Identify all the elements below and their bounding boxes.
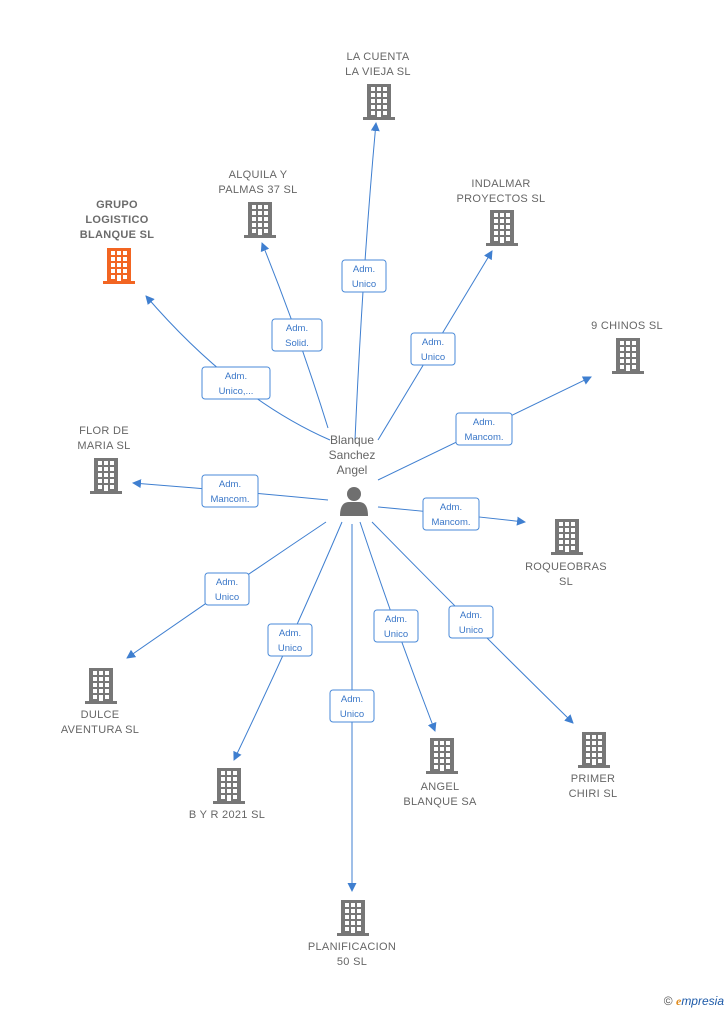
role-text: Adm.: [422, 337, 444, 348]
company-label-dulce-aventura[interactable]: DULCE: [81, 709, 120, 721]
building-icon-dulce-aventura[interactable]: [85, 668, 117, 704]
building-icon-la-cuenta-la-vieja[interactable]: [363, 84, 395, 120]
company-label-grupo-logistico-blanque[interactable]: LOGISTICO: [85, 214, 148, 226]
company-label-roqueobras[interactable]: SL: [559, 576, 573, 588]
role-text: Adm.: [473, 417, 495, 428]
building-icon-b-y-r-2021[interactable]: [213, 768, 245, 804]
company-label-angel-blanque[interactable]: BLANQUE SA: [403, 796, 477, 808]
company-label-angel-blanque[interactable]: ANGEL: [421, 781, 460, 793]
building-icon-angel-blanque[interactable]: [426, 738, 458, 774]
role-text: Adm.: [279, 628, 301, 639]
person-name-line[interactable]: Angel: [337, 463, 368, 477]
company-label-dulce-aventura[interactable]: AVENTURA SL: [61, 724, 139, 736]
role-text: Unico: [215, 592, 239, 603]
role-text: Unico: [384, 629, 408, 640]
company-label-9-chinos[interactable]: 9 CHINOS SL: [591, 320, 663, 332]
person-icon: [340, 487, 368, 516]
role-text: Unico: [340, 709, 364, 720]
role-badge-planificacion-50[interactable]: Adm. Unico: [329, 689, 375, 723]
role-badge-roqueobras[interactable]: Adm. Mancom.: [422, 497, 480, 531]
building-icon-alquila-y-palmas-37[interactable]: [244, 202, 276, 238]
role-badge-grupo-logistico-blanque[interactable]: Adm. Unico,...: [201, 366, 271, 400]
role-text: Unico: [421, 352, 445, 363]
role-text: Unico: [459, 625, 483, 636]
company-label-indalmar-proyectos[interactable]: PROYECTOS SL: [457, 193, 546, 205]
role-badge-flor-de-maria[interactable]: Adm. Mancom.: [201, 474, 259, 508]
person-name-line[interactable]: Blanque: [330, 433, 374, 447]
building-icon-planificacion-50[interactable]: [337, 900, 369, 936]
role-text: Unico,...: [219, 386, 254, 397]
empresia-watermark[interactable]: © empresia: [664, 994, 724, 1009]
company-label-grupo-logistico-blanque[interactable]: BLANQUE SL: [80, 229, 155, 241]
role-text: Adm.: [216, 577, 238, 588]
role-text: Adm.: [440, 502, 462, 513]
company-label-b-y-r-2021[interactable]: B Y R 2021 SL: [189, 809, 265, 821]
role-text: Solid.: [285, 338, 309, 349]
building-icon-flor-de-maria[interactable]: [90, 458, 122, 494]
role-badge-indalmar-proyectos[interactable]: Adm. Unico: [410, 332, 456, 366]
role-badge-primer-chiri[interactable]: Adm. Unico: [448, 605, 494, 639]
empresia-logo-initial: e: [675, 994, 682, 1008]
role-text: Adm.: [225, 371, 247, 382]
company-label-indalmar-proyectos[interactable]: INDALMAR: [471, 178, 530, 190]
company-label-roqueobras[interactable]: ROQUEOBRAS: [525, 561, 607, 573]
role-text: Unico: [352, 279, 376, 290]
role-text: Adm.: [385, 614, 407, 625]
role-text: Mancom.: [464, 432, 503, 443]
building-icon-grupo-logistico-blanque[interactable]: [103, 248, 135, 284]
role-text: Adm.: [353, 264, 375, 275]
role-badge-alquila-y-palmas-37[interactable]: Adm. Solid.: [271, 318, 323, 352]
role-badge-angel-blanque[interactable]: Adm. Unico: [373, 609, 419, 643]
copyright-icon: ©: [663, 994, 673, 1008]
person-name-line[interactable]: Sanchez: [329, 448, 376, 462]
role-text: Mancom.: [431, 517, 470, 528]
building-icon-9-chinos[interactable]: [612, 338, 644, 374]
company-label-primer-chiri[interactable]: CHIRI SL: [569, 788, 618, 800]
company-label-planificacion-50[interactable]: PLANIFICACION: [308, 941, 396, 953]
building-icon-roqueobras[interactable]: [551, 519, 583, 555]
role-text: Mancom.: [210, 494, 249, 505]
company-label-la-cuenta-la-vieja[interactable]: LA VIEJA SL: [345, 66, 411, 78]
role-badge-b-y-r-2021[interactable]: Adm. Unico: [267, 623, 313, 657]
company-label-primer-chiri[interactable]: PRIMER: [571, 773, 616, 785]
empresia-logo-text: mpresia: [681, 994, 724, 1008]
role-text: Adm.: [286, 323, 308, 334]
building-icon-primer-chiri[interactable]: [578, 732, 610, 768]
building-icon-indalmar-proyectos[interactable]: [486, 210, 518, 246]
roles-layer: Adm.UnicoAdm.Solid.Adm.Unico,...Adm.Unic…: [201, 259, 513, 723]
role-text: Unico: [278, 643, 302, 654]
company-label-planificacion-50[interactable]: 50 SL: [337, 956, 367, 968]
company-label-flor-de-maria[interactable]: FLOR DE: [79, 425, 129, 437]
role-badge-dulce-aventura[interactable]: Adm. Unico: [204, 572, 250, 606]
role-text: Adm.: [460, 610, 482, 621]
role-badge-la-cuenta-la-vieja[interactable]: Adm. Unico: [341, 259, 387, 293]
company-label-grupo-logistico-blanque[interactable]: GRUPO: [96, 199, 138, 211]
role-text: Adm.: [341, 694, 363, 705]
company-label-la-cuenta-la-vieja[interactable]: LA CUENTA: [346, 51, 409, 63]
role-badge-9-chinos[interactable]: Adm. Mancom.: [455, 412, 513, 446]
nodes-layer: LA CUENTA LA VIEJA SL ALQUILA Y PALMAS 37 S…: [61, 51, 663, 968]
company-label-flor-de-maria[interactable]: MARIA SL: [77, 440, 130, 452]
company-label-alquila-y-palmas-37[interactable]: ALQUILA Y: [229, 169, 288, 181]
company-label-alquila-y-palmas-37[interactable]: PALMAS 37 SL: [218, 184, 297, 196]
role-text: Adm.: [219, 479, 241, 490]
